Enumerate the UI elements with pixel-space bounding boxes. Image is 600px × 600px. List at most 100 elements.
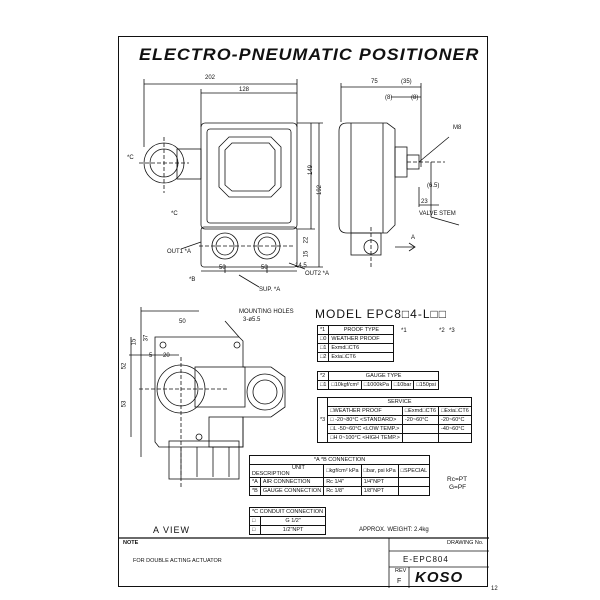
table-row: *1 PROOF TYPE <box>316 325 395 335</box>
callout-out1: OUT1 *A <box>167 249 192 255</box>
callout-sup: SUP. *A <box>259 287 281 293</box>
proof-code: 0 <box>323 336 327 342</box>
checkbox: □0 <box>316 334 330 344</box>
gauge-option: □10kgf/cm² <box>328 380 362 390</box>
rev-label: REV <box>395 568 407 574</box>
callout-out2: OUT2 *A <box>305 271 330 277</box>
connection-note-rc: Rc=PT <box>447 476 468 483</box>
approx-weight: APPROX. WEIGHT: 2.4kg <box>359 527 429 533</box>
connection-note-g: G=PF <box>449 484 467 491</box>
table-row: *B GAUGE CONNECTION Rc 1/8" 1/8"NPT <box>249 486 431 496</box>
table-row: □1 Exmd□CT6 <box>316 343 395 353</box>
proof-code: 2 <box>323 354 327 360</box>
dim-37: 37 <box>143 334 150 342</box>
dim-192: 192 <box>317 184 324 196</box>
dim-50a: 50 <box>219 265 226 271</box>
service-key: *3 <box>316 397 329 443</box>
conduit-header: *C CONDUIT CONNECTION <box>248 507 327 517</box>
conduit-table: *C CONDUIT CONNECTION □ G 1/2" □ 1/2"NPT <box>248 507 327 535</box>
table-row: □WEATHER PROOF □Exmd□CT6 □Exia□CT6 <box>318 406 472 416</box>
gauge-option: □1000kPa <box>360 380 392 390</box>
koso-logo: KOSO <box>415 569 464 586</box>
callout-m8: M8 <box>453 125 462 131</box>
note-text: FOR DOUBLE ACTING ACTUATOR <box>133 558 222 564</box>
proof-desc: WEATHER PROOF <box>328 334 395 344</box>
drawing-sheet: ELECTRO-PNEUMATIC POSITIONER <box>118 36 489 588</box>
table-row: □1 □10kgf/cm² □1000kPa □10bar □150psi <box>316 380 439 390</box>
front-view <box>139 79 323 288</box>
dim-128: 128 <box>239 87 250 93</box>
drawing-title: ELECTRO-PNEUMATIC POSITIONER <box>139 45 480 64</box>
dim-35: (35) <box>401 79 412 85</box>
gauge-option: □10bar <box>390 380 415 390</box>
table-row: *2 GAUGE TYPE <box>316 371 439 381</box>
model-code: MODEL EPC8□4-L□□ <box>315 307 447 321</box>
dim-50b: 50 <box>261 265 268 271</box>
service-header: SERVICE <box>327 397 472 407</box>
gauge-option: □1 <box>316 380 330 390</box>
dim-20: 20 <box>163 353 170 359</box>
technical-drawing <box>119 79 489 588</box>
callout-arrow-a: A <box>411 235 416 241</box>
table-row: *C CONDUIT CONNECTION <box>248 507 327 517</box>
proof-desc: Exia□CT6 <box>328 352 395 362</box>
table-row: □ G 1/2" <box>248 516 327 526</box>
dim-14-5: 14.5 <box>295 263 307 269</box>
dim-75: 75 <box>371 79 378 85</box>
dim-50-aview: 50 <box>179 319 186 325</box>
table-row: □0 WEATHER PROOF <box>316 334 395 344</box>
checkbox: □1 <box>316 343 330 353</box>
gauge-option: □150psi <box>413 380 439 390</box>
dim-5: 5 <box>149 353 153 359</box>
model-ref-3: *3 <box>449 328 455 334</box>
callout-mounting-holes: MOUNTING HOLES <box>239 309 294 315</box>
dim-53: 53 <box>121 400 128 408</box>
note-label: NOTE <box>123 540 139 546</box>
callout-c1: *C <box>127 155 134 161</box>
table-row: □ 1/2"NPT <box>248 525 327 535</box>
gauge-type-table: *2 GAUGE TYPE □1 □10kgf/cm² □1000kPa □10… <box>316 371 439 390</box>
service-col: □Exmd□CT6 <box>401 406 440 416</box>
dim-202: 202 <box>205 75 216 81</box>
callout-valve-stem: VALVE STEM <box>419 211 456 217</box>
proof-header: PROOF TYPE <box>328 325 395 335</box>
checkbox: □2 <box>316 352 330 362</box>
dim-23: 23 <box>421 199 428 205</box>
dim-15: 15 <box>303 250 310 258</box>
gauge-header: GAUGE TYPE <box>328 371 439 381</box>
dim-22: 22 <box>303 236 310 244</box>
dim-15b: 15 <box>131 338 138 346</box>
dim-52: 52 <box>121 362 128 370</box>
callout-c2: *C <box>171 211 178 217</box>
drawing-no: E-EPC804 <box>403 555 449 564</box>
callout-b: *B <box>189 277 196 283</box>
connection-header: *A *B CONNECTION <box>248 455 431 465</box>
a-view-label: A VIEW <box>153 525 191 535</box>
drawing-no-label: DRAWING No. <box>447 540 484 546</box>
table-row: □L -50~60°C <LOW TEMP.> -40~60°C <box>318 424 472 434</box>
table-row: *A *B CONNECTION <box>248 455 431 465</box>
table-row: *3 SERVICE <box>316 397 472 443</box>
table-row: *A AIR CONNECTION Rc 1/4" 1/4"NPT <box>249 477 431 487</box>
gauge-key: *2 <box>316 371 330 381</box>
a-view-drawing <box>129 307 286 487</box>
page-number: 12 <box>491 586 498 592</box>
model-ref-1: *1 <box>401 328 407 334</box>
table-row: □2 Exia□CT6 <box>316 352 395 362</box>
table-row: □ -20~80°C <STANDARD> -20~60°C -20~60°C <box>318 415 472 425</box>
proof-desc: Exmd□CT6 <box>328 343 395 353</box>
dim-8b: (8) <box>411 95 419 101</box>
proof-code: 1 <box>323 345 327 351</box>
proof-key: *1 <box>316 325 330 335</box>
dim-6-5: (6.5) <box>427 183 440 189</box>
service-col: □Exia□CT6 <box>438 406 472 416</box>
proof-type-table: *1 PROOF TYPE □0 WEATHER PROOF □1 Exmd□C… <box>316 325 395 362</box>
model-ref-2: *2 <box>439 328 445 334</box>
service-col: □WEATHER PROOF <box>327 406 403 416</box>
dim-149: 149 <box>308 164 315 176</box>
callout-mounting-spec: 3-ø5.5 <box>243 317 261 323</box>
table-row: □H 0~100°C <HIGH TEMP.> <box>318 433 472 443</box>
dim-8a: (8) <box>385 95 393 101</box>
